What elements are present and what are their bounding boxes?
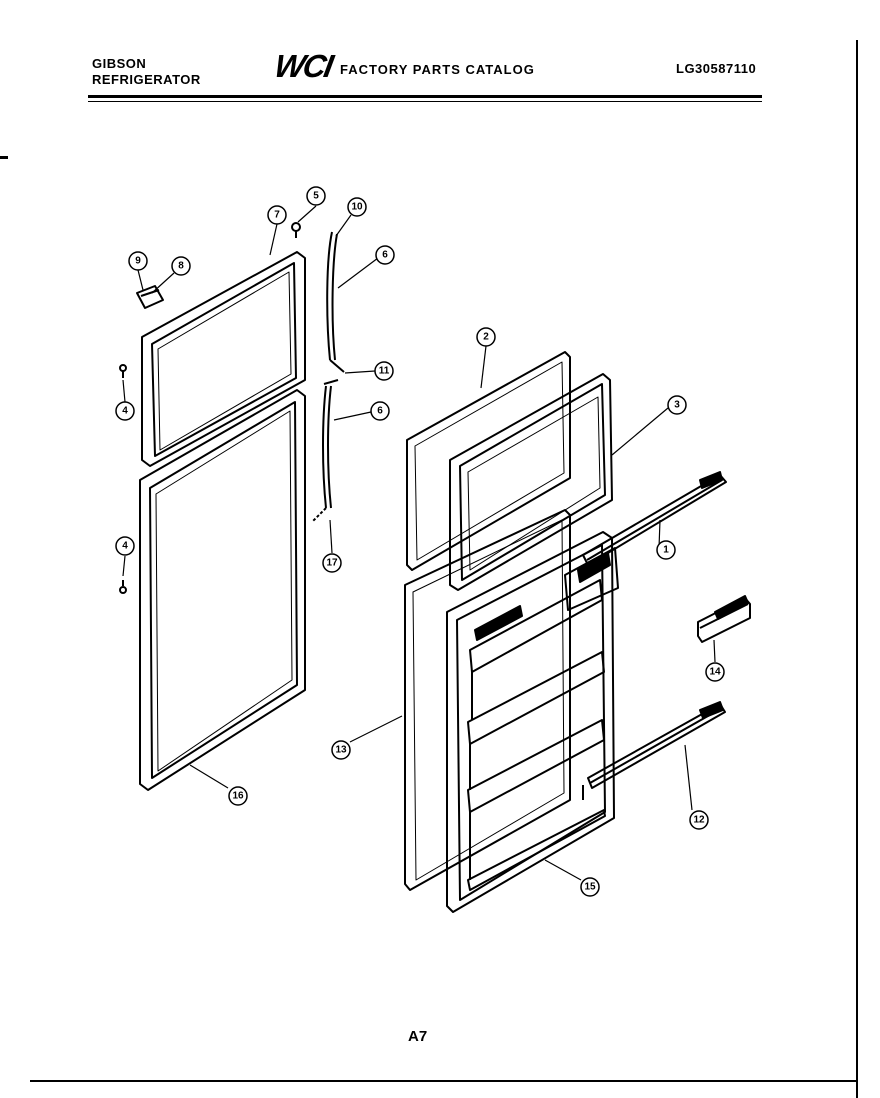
freezer-door-liner xyxy=(449,373,613,591)
callout-10: 10 xyxy=(351,202,363,213)
freezer-inner-gasket xyxy=(406,351,571,571)
fresh-food-inner-gasket xyxy=(404,509,571,891)
callout-circle-6a xyxy=(375,245,395,265)
upper-handle xyxy=(326,231,345,373)
callout-circle-3 xyxy=(667,395,687,415)
scan-edge-mark-left xyxy=(0,156,8,159)
callout-circle-1 xyxy=(656,540,676,560)
hinge-block xyxy=(136,285,164,309)
callout-circle-5 xyxy=(306,186,326,206)
callout-circle-11 xyxy=(374,361,394,381)
callout-7: 7 xyxy=(274,210,280,221)
callout-circle-6b xyxy=(370,401,390,421)
lower-handle xyxy=(311,379,339,523)
callout-6-lower: 6 xyxy=(377,406,383,417)
callout-4-top: 4 xyxy=(122,406,128,417)
shelf-rail-upper xyxy=(582,471,727,566)
callout-circle-2 xyxy=(476,327,496,347)
callout-16: 16 xyxy=(232,791,244,802)
freezer-door-gasket xyxy=(141,251,306,467)
callout-12: 12 xyxy=(693,815,705,826)
callout-15: 15 xyxy=(584,882,596,893)
brand-name: GIBSON xyxy=(92,56,147,71)
scan-edge-right xyxy=(856,40,858,1098)
header-rule-thin xyxy=(88,101,762,102)
callout-3: 3 xyxy=(674,400,680,411)
callout-circle-15 xyxy=(580,877,600,897)
callout-8: 8 xyxy=(178,261,184,272)
callout-circle-7 xyxy=(267,205,287,225)
header-rule-thick xyxy=(88,95,762,98)
callout-circle-14 xyxy=(705,662,725,682)
fresh-food-door-liner xyxy=(446,531,619,913)
callout-circle-10 xyxy=(347,197,367,217)
page-code: A7 xyxy=(408,1028,428,1045)
catalog-title: FACTORY PARTS CATALOG xyxy=(340,62,535,77)
callout-circle-9 xyxy=(128,251,148,271)
model-number: LG30587110 xyxy=(676,61,757,76)
callout-4-bottom: 4 xyxy=(122,541,128,552)
callout-14: 14 xyxy=(709,667,721,678)
callout-1: 1 xyxy=(663,545,669,556)
callout-circle-12 xyxy=(689,810,709,830)
screw-top xyxy=(119,364,127,378)
callout-11: 11 xyxy=(379,366,390,377)
callout-6-upper: 6 xyxy=(382,250,388,261)
callout-13: 13 xyxy=(335,745,347,756)
screw-bottom xyxy=(119,580,127,594)
product-type: REFRIGERATOR xyxy=(92,72,201,87)
callout-circle-4b xyxy=(115,536,135,556)
callout-circle-13 xyxy=(331,740,351,760)
callout-circle-4a xyxy=(115,401,135,421)
leader-lines xyxy=(122,205,716,881)
scan-edge-bottom xyxy=(30,1080,858,1082)
shelf-rail-lower xyxy=(582,701,726,800)
callout-5: 5 xyxy=(313,191,319,202)
hinge-cap xyxy=(291,222,301,238)
dairy-door xyxy=(697,595,751,643)
callout-9: 9 xyxy=(135,256,141,267)
callout-17: 17 xyxy=(326,558,338,569)
fresh-food-door-gasket xyxy=(139,389,306,791)
callout-2: 2 xyxy=(483,332,489,343)
callout-circle-16 xyxy=(228,786,248,806)
callout-circle-17 xyxy=(322,553,342,573)
callout-circle-8 xyxy=(171,256,191,276)
